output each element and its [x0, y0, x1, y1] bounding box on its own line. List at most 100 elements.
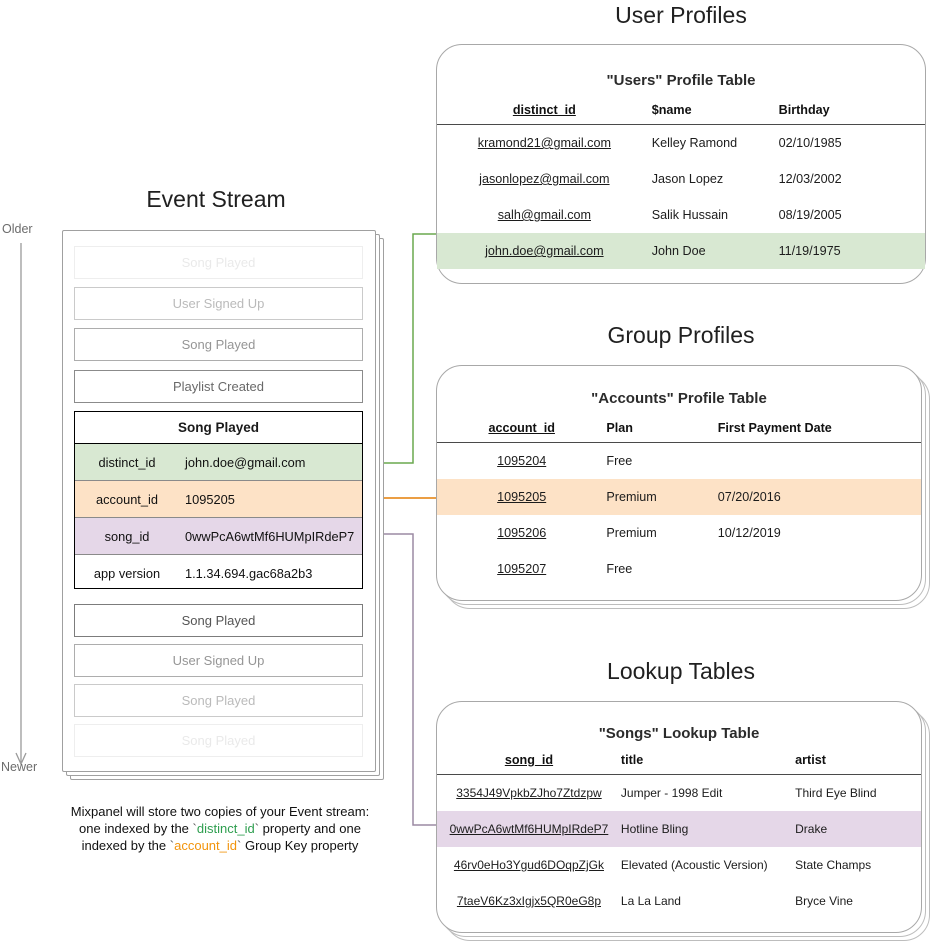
- songs-table-body: 3354J49VpkbZJho7Ztdzpw Jumper - 1998 Edi…: [437, 775, 921, 920]
- event-item[interactable]: User Signed Up: [74, 644, 363, 677]
- event-item[interactable]: Song Played: [74, 684, 363, 717]
- property-key: song_id: [104, 528, 150, 544]
- table-row-highlighted: john.doe@gmail.com John Doe 11/19/1975: [437, 233, 925, 269]
- cell-artist: Bryce Vine: [795, 894, 853, 908]
- property-value: 0wwPcA6wtMf6HUMpIRdeP7: [185, 528, 355, 544]
- cell-title: Elevated (Acoustic Version): [620, 858, 768, 872]
- table-row: 1095206 Premium 10/12/2019: [437, 515, 921, 551]
- property-key: distinct_id: [98, 454, 156, 470]
- accounts-col-account-id: account_id: [488, 421, 555, 435]
- cell-birthday: 11/19/1975: [778, 244, 841, 258]
- cell-account-id: 1095206: [497, 526, 547, 540]
- cell-title: Hotline Bling: [620, 822, 689, 836]
- cell-song-id: 0wwPcA6wtMf6HUMpIRdeP7: [449, 822, 609, 836]
- accounts-col-first-payment-date: First Payment Date: [717, 421, 832, 435]
- section-title-user-profiles: User Profiles: [615, 2, 747, 28]
- table-row: 1095207 Free: [437, 551, 921, 587]
- table-row-highlighted: 1095205 Premium 07/20/2016: [437, 479, 921, 515]
- songs-table: song_id title artist 3354J49VpkbZJho7Ztd…: [437, 753, 921, 919]
- axis-label-older: Older: [2, 222, 33, 236]
- event-item[interactable]: User Signed Up: [74, 287, 363, 320]
- event-item[interactable]: Song Played: [74, 604, 363, 637]
- event-property-distinct-id: distinct_id john.doe@gmail.com: [75, 444, 362, 481]
- cell-song-id: 7taeV6Kz3xIgjx5QR0eG8p: [456, 894, 601, 908]
- cell-distinct-id: salh@gmail.com: [497, 208, 591, 222]
- section-title-event-stream: Event Stream: [146, 186, 286, 212]
- accounts-col-plan: Plan: [606, 421, 633, 435]
- property-value: 1.1.34.694.gac68a2b3: [185, 566, 313, 581]
- users-table: distinct_id $name Birthday kramond21@gma…: [437, 103, 925, 269]
- table-row: 7taeV6Kz3xIgjx5QR0eG8p La La Land Bryce …: [437, 883, 921, 919]
- user-profiles-card: "Users" Profile Table distinct_id $name …: [436, 44, 926, 284]
- cell-distinct-id: jasonlopez@gmail.com: [479, 172, 610, 186]
- songs-col-song-id: song_id: [504, 753, 554, 767]
- cell-birthday: 12/03/2002: [778, 172, 842, 186]
- cell-song-id: 46rv0eHo3Ygud6DOqpZjGk: [453, 858, 604, 872]
- table-row: 46rv0eHo3Ygud6DOqpZjGk Elevated (Acousti…: [437, 847, 921, 883]
- event-item[interactable]: Song Played: [74, 246, 363, 279]
- cell-account-id: 1095204: [497, 454, 547, 468]
- cell-birthday: 02/10/1985: [778, 136, 842, 150]
- cell-first-payment-date: 07/20/2016: [717, 490, 781, 504]
- caption-token-distinct-id: distinct_id: [196, 821, 255, 836]
- songs-table-title: "Songs" Lookup Table: [598, 725, 760, 742]
- users-col-name: $name: [651, 103, 692, 117]
- event-stream-card: Song Played User Signed Up Song Played P…: [62, 230, 376, 772]
- group-profiles-card: "Accounts" Profile Table account_id Plan…: [436, 365, 922, 601]
- users-header-rule: [437, 124, 925, 125]
- event-property-app-version: app version 1.1.34.694.gac68a2b3: [75, 555, 362, 592]
- users-table-wrap: "Users" Profile Table distinct_id $name …: [437, 45, 925, 269]
- caption-line-2-prefix: one indexed by the: [79, 821, 193, 836]
- lookup-tables-card: "Songs" Lookup Table song_id title artis…: [436, 701, 922, 933]
- event-item[interactable]: Song Played: [74, 724, 363, 757]
- cell-name: John Doe: [651, 244, 706, 258]
- cell-plan: Premium: [606, 490, 657, 504]
- caption-line-2: one indexed by the `distinct_id` propert…: [20, 820, 420, 837]
- cell-name: Kelley Ramond: [651, 136, 738, 150]
- property-value: john.doe@gmail.com: [185, 454, 306, 470]
- users-table-body: kramond21@gmail.com Kelley Ramond 02/10/…: [437, 125, 925, 269]
- property-key: app version: [93, 566, 161, 581]
- accounts-table: account_id Plan First Payment Date 10952…: [437, 421, 921, 587]
- songs-table-header-row: song_id title artist: [437, 753, 921, 774]
- cell-distinct-id: kramond21@gmail.com: [477, 136, 611, 150]
- caption-line-3-prefix: indexed by the: [81, 838, 170, 853]
- caption-line-3: indexed by the `account_id` Group Key pr…: [20, 837, 420, 854]
- cell-name: Jason Lopez: [651, 172, 724, 186]
- users-table-header-row: distinct_id $name Birthday: [437, 103, 925, 124]
- caption-backtick-open: `: [192, 821, 197, 836]
- cell-plan: Free: [606, 562, 633, 576]
- accounts-table-wrap: "Accounts" Profile Table account_id Plan…: [437, 366, 921, 587]
- accounts-table-title: "Accounts" Profile Table: [591, 390, 767, 407]
- table-row-highlighted: 0wwPcA6wtMf6HUMpIRdeP7 Hotline Bling Dra…: [437, 811, 921, 847]
- axis-label-newer: Newer: [1, 760, 38, 774]
- table-row: 1095204 Free: [437, 443, 921, 480]
- caption-backtick-open: `: [169, 838, 175, 853]
- songs-col-title: title: [620, 753, 644, 767]
- accounts-table-header-row: account_id Plan First Payment Date: [437, 421, 921, 442]
- focused-event-name: Song Played: [75, 412, 362, 444]
- users-col-birthday: Birthday: [778, 103, 830, 117]
- caption-line-3-suffix: Group Key property: [241, 838, 359, 853]
- accounts-table-body: 1095204 Free 1095205 Premium 07/20/2016 …: [437, 443, 921, 588]
- cell-artist: Drake: [795, 822, 828, 836]
- event-item[interactable]: Playlist Created: [74, 370, 363, 403]
- focused-event-card[interactable]: Song Played distinct_id john.doe@gmail.c…: [74, 411, 363, 589]
- accounts-header-rule: [437, 442, 921, 443]
- users-col-distinct-id: distinct_id: [512, 103, 576, 117]
- property-key: account_id: [96, 491, 158, 507]
- event-property-song-id: song_id 0wwPcA6wtMf6HUMpIRdeP7: [75, 518, 362, 555]
- section-title-lookup-tables: Lookup Tables: [607, 658, 755, 684]
- caption-line-2-suffix: property and one: [259, 821, 361, 836]
- cell-artist: State Champs: [795, 858, 872, 872]
- table-row: kramond21@gmail.com Kelley Ramond 02/10/…: [437, 125, 925, 162]
- users-table-title: "Users" Profile Table: [606, 72, 756, 89]
- cell-first-payment-date: [718, 551, 921, 587]
- cell-plan: Premium: [606, 526, 657, 540]
- cell-account-id: 1095205: [497, 490, 547, 504]
- cell-song-id: 3354J49VpkbZJho7Ztdzpw: [456, 786, 602, 800]
- table-row: salh@gmail.com Salik Hussain 08/19/2005: [437, 197, 925, 233]
- event-item[interactable]: Song Played: [74, 328, 363, 361]
- section-title-group-profiles: Group Profiles: [607, 322, 755, 348]
- cell-title: La La Land: [620, 894, 681, 908]
